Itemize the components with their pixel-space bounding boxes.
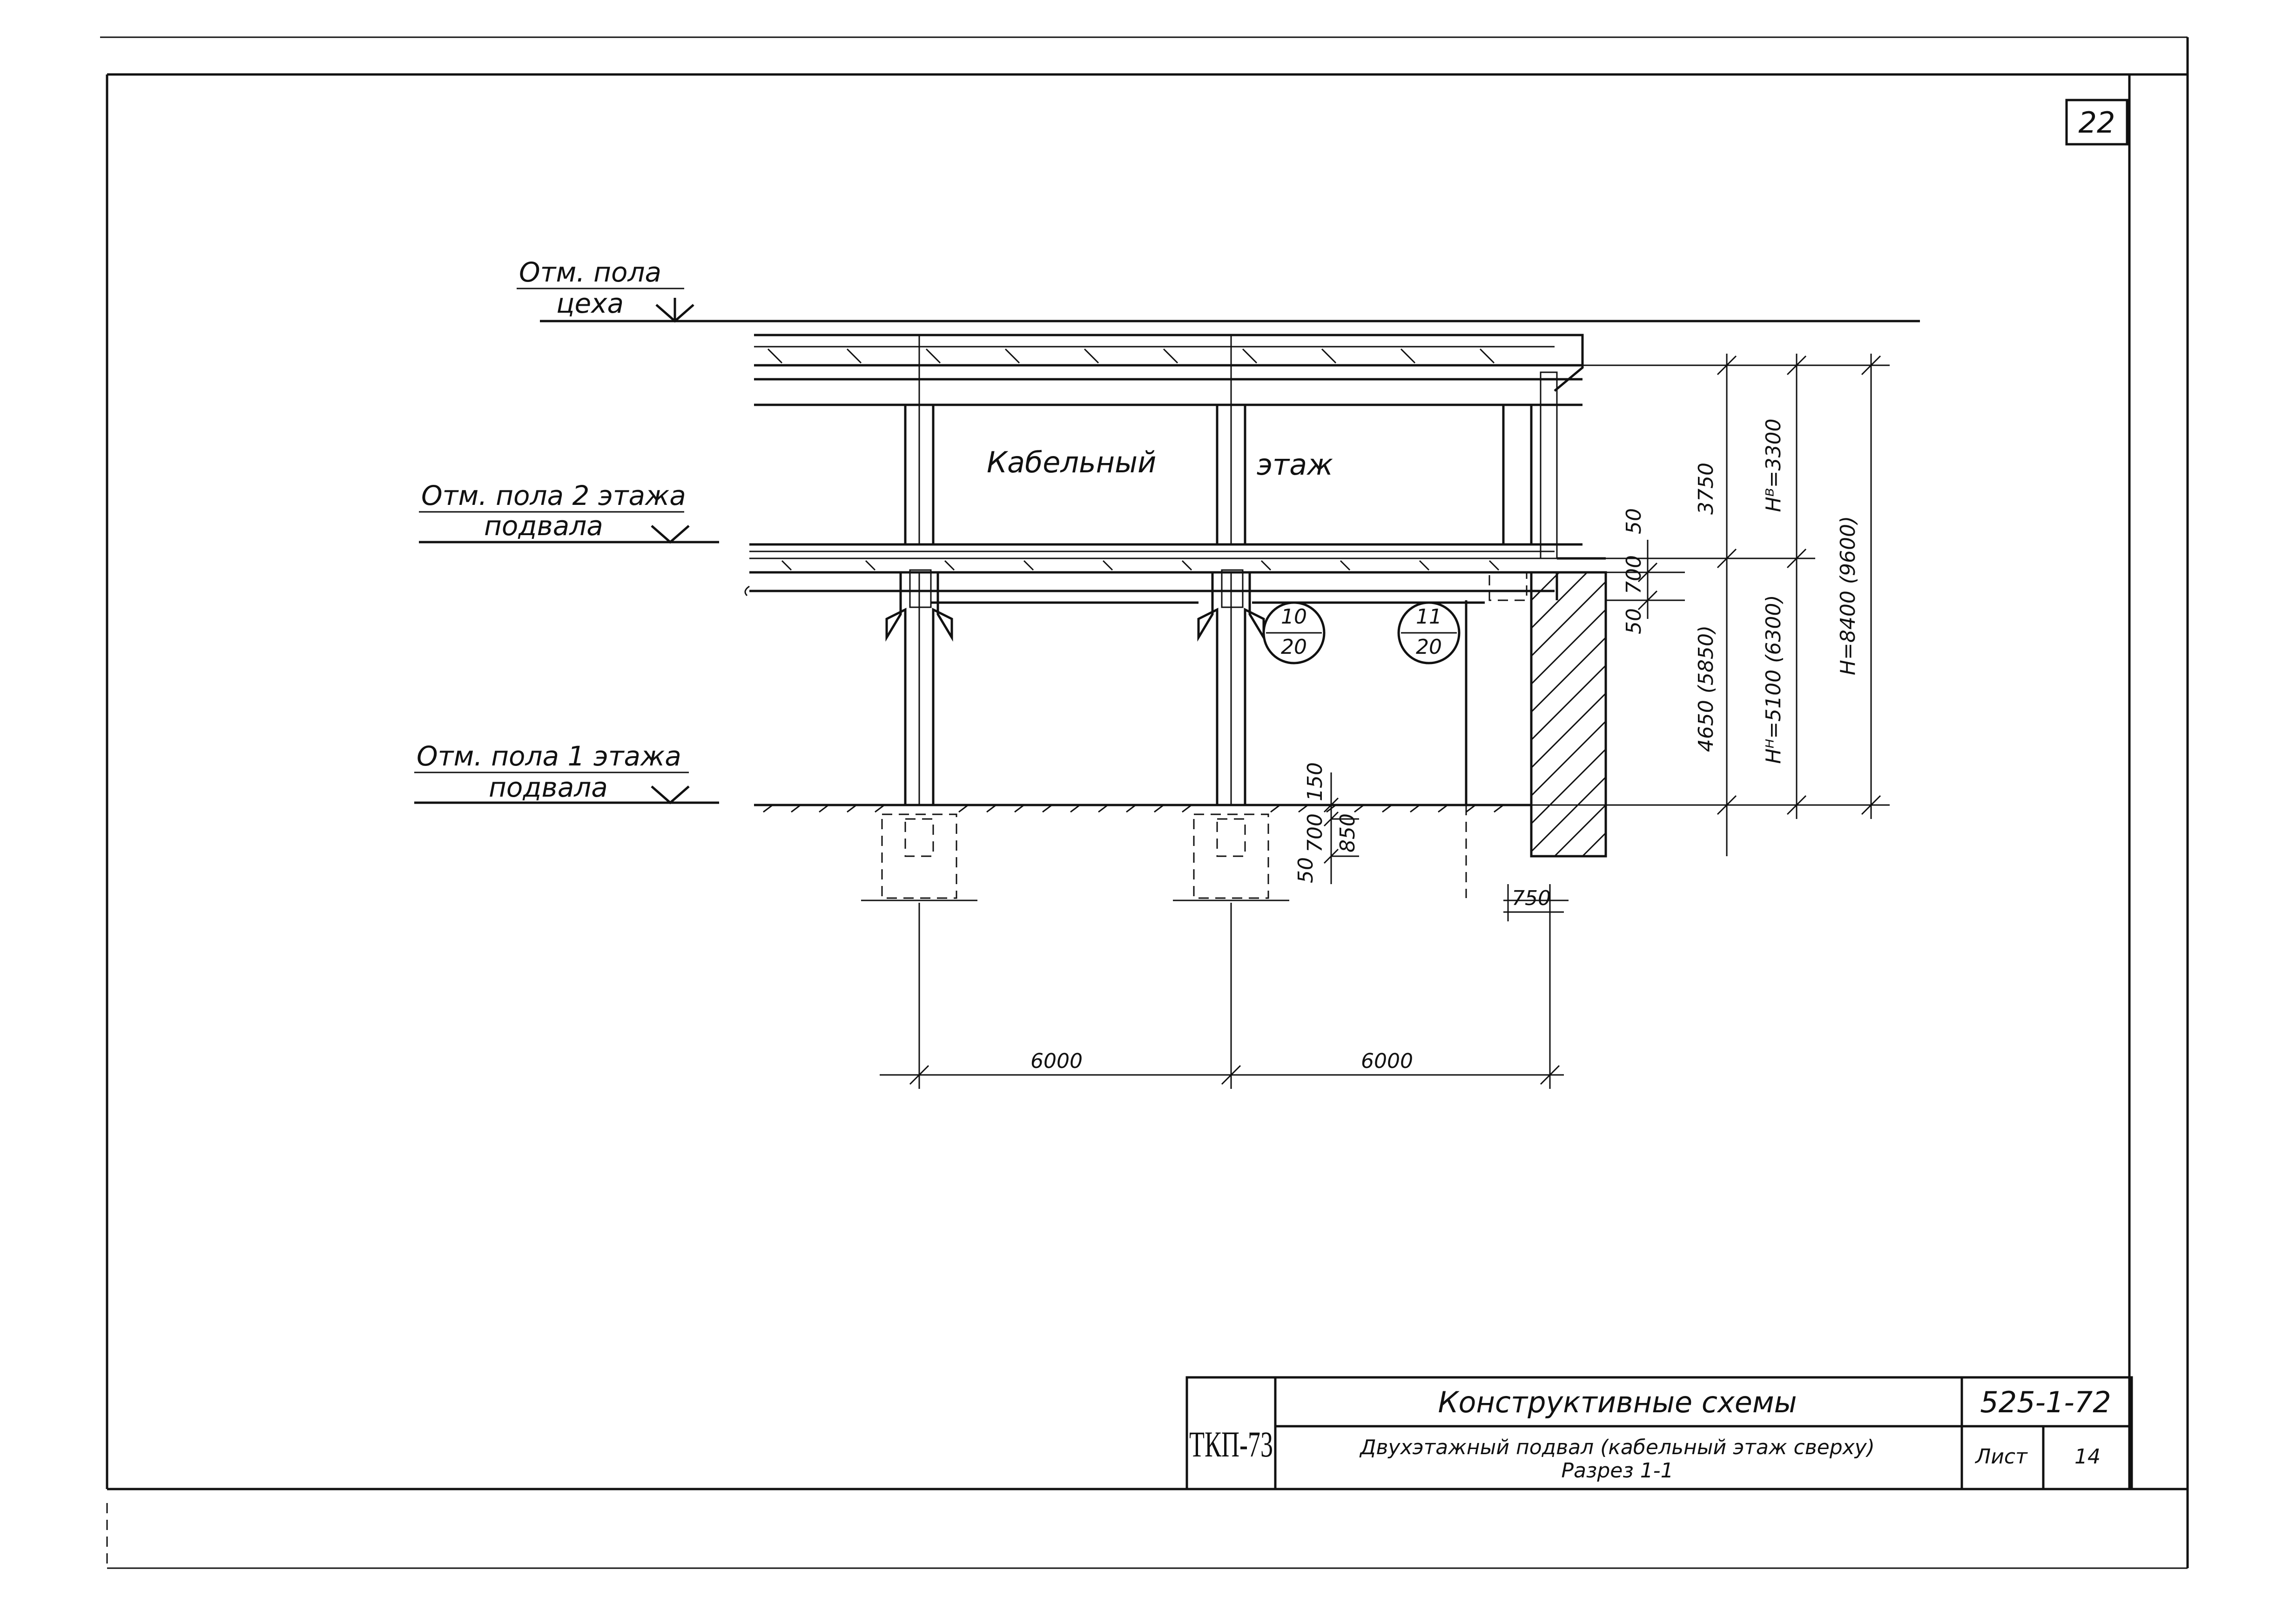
dim-ftg-700: 700 [1303,813,1327,852]
room-label-floor: этаж [1257,448,1333,482]
dim-slab-50a: 50 [1622,508,1646,534]
dim-ftg-150: 150 [1303,762,1327,801]
dim-h-lower-total: Hᴴ=5100 (6300) [1762,595,1785,764]
dim-h-total: H=8400 (9600) [1836,516,1860,675]
callout-2-top: 11 [1416,605,1442,629]
doc-number: 525-1-72 [1980,1385,2111,1419]
level-basement-floor2-line2: подвала [484,510,603,542]
ground-line [754,804,1531,813]
callout-2-bottom: 20 [1416,635,1442,659]
subtitle-line1: Двухэтажный подвал (кабельный этаж сверх… [1359,1436,1875,1459]
callout-1-bottom: 20 [1281,635,1307,659]
span-dimensions: 6000 6000 [880,903,1564,1089]
roof-slab [754,334,1584,406]
intermediate-slab [744,543,1582,604]
level-basement-floor1-line1: Отм. пола 1 этажа [417,740,681,772]
level-marker-basement-floor2: Отм. пола 2 этажа подвала [419,480,719,544]
subtitle-line2: Разрез 1-1 [1561,1459,1673,1483]
footing-dimensions: 150 700 850 50 750 [1294,762,1564,921]
level-shop-floor-line1: Отм. пола [519,256,661,288]
footings [861,805,1569,901]
room-label-cable: Кабельный [987,445,1156,479]
retaining-wall [1530,557,1607,858]
callout-11-20: 11 20 [1397,601,1461,664]
dim-h-upper: Hᴮ=3300 [1762,419,1785,512]
callout-1-top: 10 [1281,605,1307,629]
title-block: ТКП-73 Конструктивные схемы Двухэтажный … [1185,1376,2133,1490]
vertical-dimensions: 3750 Hᴮ=3300 H=8400 (9600) Hᴴ=5100 (6300… [1531,354,1890,856]
dim-span-1: 6000 [1030,1049,1083,1073]
level-marker-shop-floor: Отм. пола цеха [517,256,1920,323]
dim-span-2: 6000 [1361,1049,1413,1073]
dim-ftg-850: 850 [1336,813,1360,852]
dim-3750: 3750 [1694,463,1718,515]
title: Конструктивные схемы [1438,1385,1797,1419]
dim-slab-700: 700 [1622,555,1646,594]
page-number: 22 [2079,106,2115,140]
dim-wall-750: 750 [1512,886,1551,910]
dim-ftg-50: 50 [1294,857,1318,883]
level-basement-floor1-line2: подвала [489,772,608,803]
level-marker-basement-floor1: Отм. пола 1 этажа подвала [414,740,719,805]
series-code: ТКП-73 [1189,1424,1273,1464]
dim-slab-50b: 50 [1622,608,1646,634]
level-shop-floor-line2: цеха [556,288,624,319]
dim-4650: 4650 (5850) [1694,625,1718,752]
page-number-box: 22 [2065,99,2128,146]
sheet-frame [100,36,2189,1569]
sheet-number: 14 [2074,1445,2101,1469]
level-basement-floor2-line1: Отм. пола 2 этажа [421,480,686,511]
upper-columns [904,335,1582,560]
sheet-label: Лист [1974,1445,2028,1469]
callout-10-20: 10 20 [1262,601,1326,664]
